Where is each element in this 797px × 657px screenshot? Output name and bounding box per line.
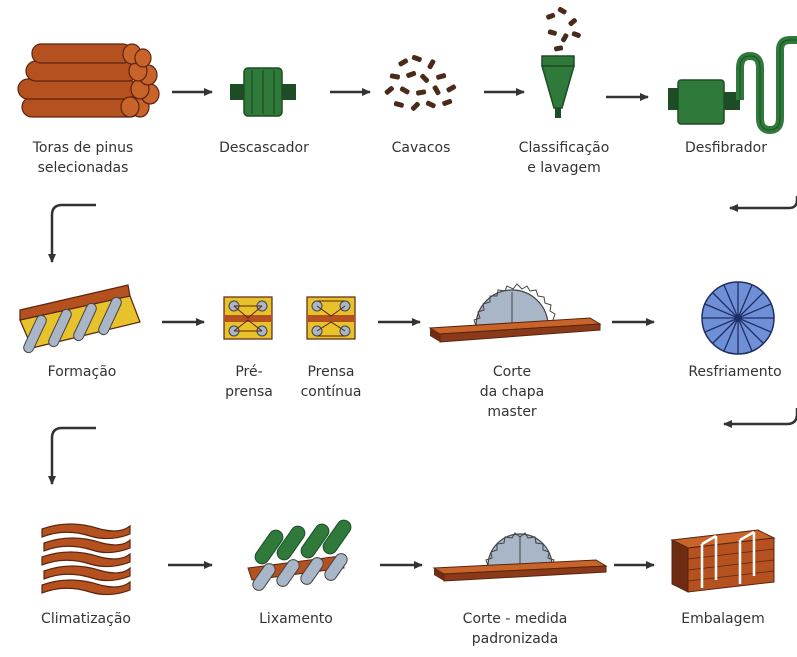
wood-chips-icon [384,54,457,111]
step-label-resfriamento: Resfriamento [688,364,782,380]
step-label-climatizacao: Climatização [41,611,131,627]
washing-funnel-icon [541,7,581,118]
sanding-machine-icon [247,519,352,591]
debarker-icon [230,67,296,117]
defibrator-icon [668,36,797,135]
row-connector-2 [48,408,797,485]
packaged-boards-icon [670,529,776,593]
step-label-embalagem: Embalagem [681,611,765,627]
step-label-pre-prensa: Pré-prensa [225,364,273,400]
row-connector-1 [48,196,797,263]
step-label-lixamento: Lixamento [259,611,333,627]
step-label-desfibrador: Desfibrador [685,140,767,156]
saw-blade-icon [432,532,608,582]
continuous-press-icon [306,296,356,340]
step-label-formacao: Formação [47,364,117,380]
board-stack-icon [41,523,131,596]
forming-line-icon [19,284,141,354]
flow-arrows-row-1 [172,88,649,101]
step-label-descascador: Descascador [219,140,309,156]
step-label-cavacos: Cavacos [391,140,451,156]
saw-blade-icon [428,283,602,343]
pre-press-icon [223,296,273,340]
cooling-wheel-icon [701,281,775,355]
log-pile-icon [17,43,160,118]
